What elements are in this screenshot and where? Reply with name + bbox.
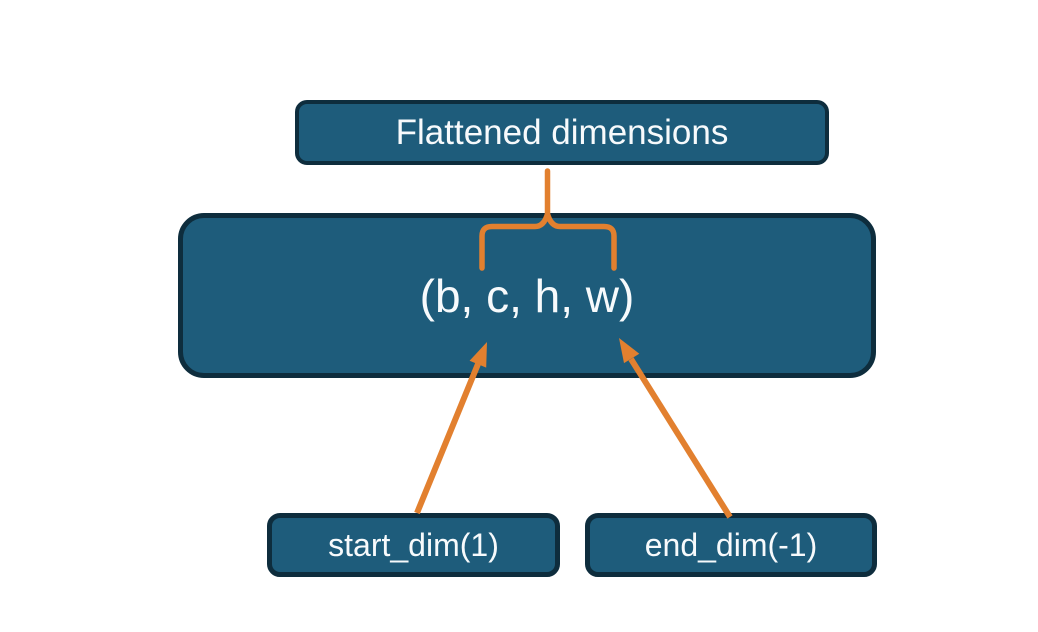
- node-end-dim: end_dim(-1): [585, 513, 877, 577]
- end-dim-arrow-line: [628, 357, 733, 519]
- node-start-dim: start_dim(1): [267, 513, 560, 577]
- flattened-dimensions-label: Flattened dimensions: [395, 112, 729, 152]
- tensor-shape-label: (b, c, h, w): [419, 269, 635, 322]
- start-dim-label: start_dim(1): [328, 526, 499, 563]
- end-dim-label: end_dim(-1): [644, 526, 818, 563]
- node-flattened-dimensions: Flattened dimensions: [295, 100, 829, 165]
- node-tensor-shape: (b, c, h, w): [178, 213, 876, 378]
- start-dim-arrow-line: [414, 362, 481, 515]
